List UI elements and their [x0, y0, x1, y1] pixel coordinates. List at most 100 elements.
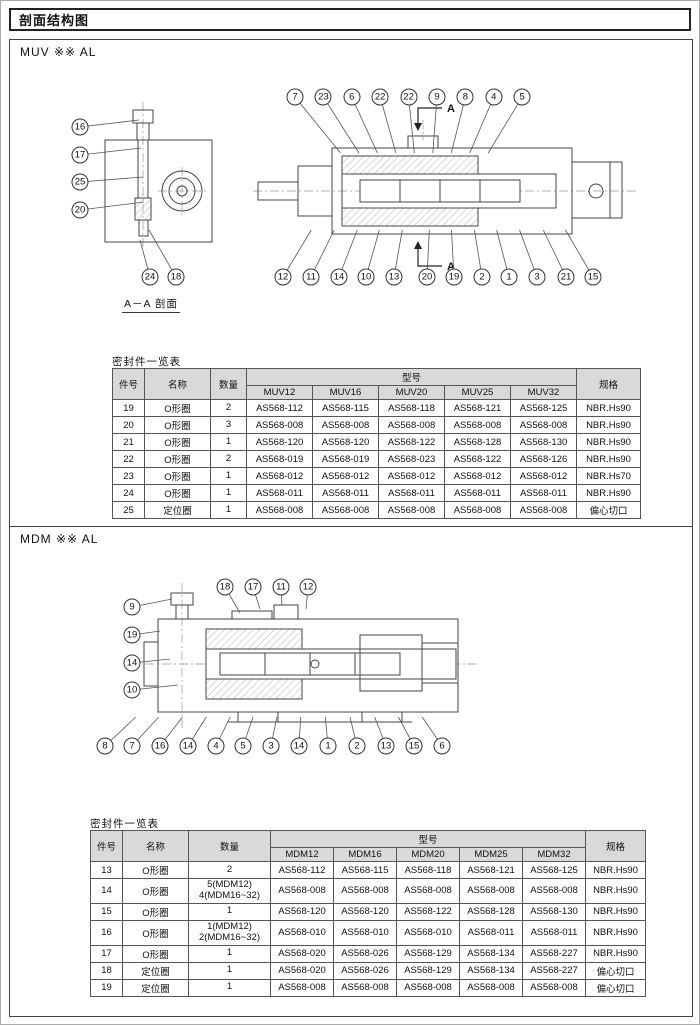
- cell-model-value: AS568-011: [246, 484, 313, 502]
- cell-model-value: AS568-008: [333, 978, 397, 997]
- cell-model-value: AS568-012: [246, 467, 313, 485]
- cell-part-name: O形圈: [144, 450, 211, 468]
- col-header-model-size: MUV20: [378, 385, 445, 400]
- callout-balloon-22: 22: [400, 88, 418, 106]
- cell-part-no: 22: [112, 450, 145, 468]
- muv-table-title: 密封件一览表: [112, 356, 181, 368]
- callout-balloon-5: 5: [234, 737, 252, 755]
- cell-model-value: AS568-125: [510, 399, 577, 417]
- col-header-name: 名称: [122, 830, 189, 862]
- cell-spec: 偏心切口: [585, 961, 646, 980]
- cell-part-name: 定位圈: [144, 501, 211, 519]
- cell-model-value: AS568-128: [459, 902, 523, 921]
- cell-spec: NBR.Hs90: [585, 861, 646, 879]
- mdm-section-heading: MDM ※※ AL: [20, 532, 99, 546]
- callout-balloon-7: 7: [286, 88, 304, 106]
- cell-qty: 1: [210, 433, 247, 451]
- callout-balloon-10: 10: [357, 268, 375, 286]
- cell-qty: 2: [210, 450, 247, 468]
- cell-model-value: AS568-120: [333, 902, 397, 921]
- col-header-part: 件号: [112, 368, 145, 400]
- cell-model-value: AS568-012: [312, 467, 379, 485]
- cell-part-no: 15: [90, 902, 123, 921]
- cell-qty: 1: [188, 944, 271, 963]
- cell-model-value: AS568-008: [312, 501, 379, 519]
- section-arrow-lines: [417, 107, 442, 267]
- section-arrow-label-bottom: A: [447, 261, 455, 273]
- callout-balloon-17: 17: [244, 578, 262, 596]
- col-header-qty: 数量: [188, 830, 271, 862]
- cell-model-value: AS568-129: [396, 961, 460, 980]
- muv-end-view: [104, 109, 213, 243]
- cell-model-value: AS568-012: [510, 467, 577, 485]
- cell-spec: NBR.Hs90: [576, 416, 641, 434]
- cell-spec: NBR.Hs90: [576, 433, 641, 451]
- cell-model-value: AS568-012: [444, 467, 511, 485]
- callout-balloon-4: 4: [485, 88, 503, 106]
- callout-balloon-24: 24: [141, 268, 159, 286]
- muv-centerlines: [142, 102, 636, 250]
- leader-line: [351, 96, 378, 154]
- muv-main-section: [257, 135, 623, 235]
- callout-balloon-18: 18: [167, 268, 185, 286]
- content-frame: MUV ※※ AL: [9, 39, 693, 1017]
- callout-balloon-19: 19: [123, 626, 141, 644]
- cell-model-value: AS568-011: [510, 484, 577, 502]
- cell-model-value: AS568-008: [510, 416, 577, 434]
- cell-part-no: 21: [112, 433, 145, 451]
- cell-model-value: AS568-008: [459, 978, 523, 997]
- cell-model-value: AS568-019: [312, 450, 379, 468]
- cell-qty: 1: [210, 467, 247, 485]
- cell-model-value: AS568-121: [459, 861, 523, 879]
- cell-spec: NBR.Hs90: [585, 919, 646, 946]
- cell-part-name: O形圈: [144, 399, 211, 417]
- cell-model-value: AS568-112: [246, 399, 313, 417]
- cell-part-no: 13: [90, 861, 123, 879]
- cell-part-no: 19: [112, 399, 145, 417]
- cell-model-value: AS568-008: [270, 978, 334, 997]
- mdm-main-section: [143, 592, 459, 723]
- cell-model-value: AS568-120: [246, 433, 313, 451]
- mdm-table-title: 密封件一览表: [90, 818, 159, 830]
- mdm-drawing: [104, 583, 480, 747]
- cell-qty: 1(MDM12) 2(MDM16~32): [188, 919, 271, 946]
- leader-line: [79, 147, 142, 156]
- leader-line: [469, 96, 495, 154]
- leader-line: [487, 96, 523, 154]
- cell-part-name: O形圈: [122, 944, 189, 963]
- cell-part-name: O形圈: [144, 416, 211, 434]
- callout-balloon-14: 14: [330, 268, 348, 286]
- cell-part-no: 14: [90, 878, 123, 904]
- cell-model-value: AS568-227: [522, 961, 586, 980]
- cell-model-value: AS568-020: [270, 944, 334, 963]
- page-title: 剖面结构图: [19, 13, 90, 28]
- cell-model-value: AS568-008: [522, 978, 586, 997]
- cell-model-value: AS568-026: [333, 961, 397, 980]
- cell-model-value: AS568-122: [378, 433, 445, 451]
- col-header-model-size: MDM16: [333, 847, 397, 862]
- cell-qty: 3: [210, 416, 247, 434]
- callout-balloon-7: 7: [123, 737, 141, 755]
- cell-part-no: 24: [112, 484, 145, 502]
- callout-balloon-21: 21: [557, 268, 575, 286]
- cell-model-value: AS568-120: [270, 902, 334, 921]
- callout-balloon-12: 12: [274, 268, 292, 286]
- col-header-model-size: MDM25: [459, 847, 523, 862]
- cell-model-value: AS568-026: [333, 944, 397, 963]
- aa-section-label: A－A 剖面: [122, 296, 180, 313]
- cell-model-value: AS568-008: [246, 416, 313, 434]
- cell-part-no: 25: [112, 501, 145, 519]
- callout-balloon-13: 13: [377, 737, 395, 755]
